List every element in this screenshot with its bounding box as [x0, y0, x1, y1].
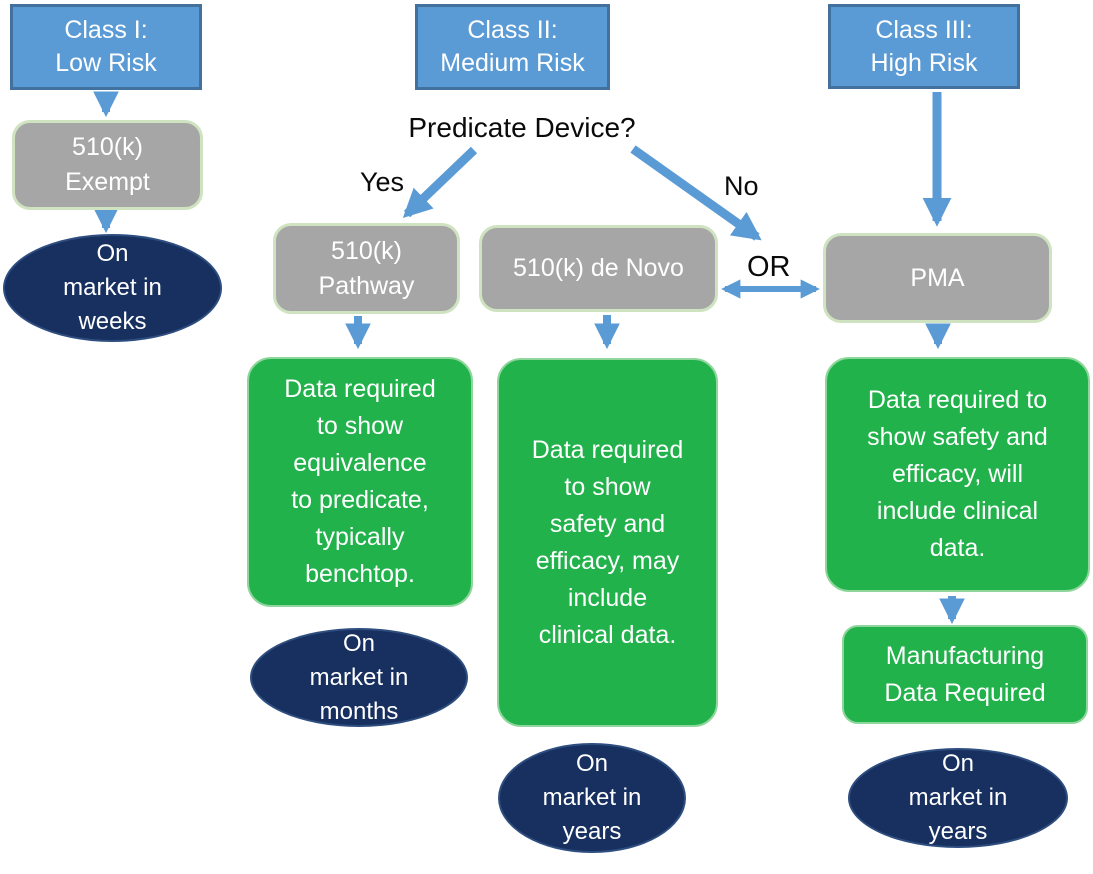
- or-connector-label: OR: [747, 251, 791, 283]
- node-510k-de-novo: 510(k) de Novo: [479, 225, 718, 312]
- node-data-required-pma: Data required to show safety and efficac…: [825, 357, 1090, 592]
- node-manufacturing-data-required: Manufacturing Data Required: [842, 625, 1088, 724]
- node-data-required-pathway: Data required to show equivalence to pre…: [247, 357, 473, 607]
- node-pma: PMA: [823, 233, 1052, 323]
- node-on-market-years-de-novo: On market in years: [498, 743, 686, 853]
- node-on-market-years-pma: On market in years: [848, 748, 1068, 848]
- node-class2-medium-risk: Class II: Medium Risk: [415, 4, 610, 90]
- branch-no-label: No: [724, 171, 759, 201]
- node-data-required-de-novo: Data required to show safety and efficac…: [497, 358, 718, 727]
- branch-yes-label: Yes: [360, 167, 405, 197]
- arrow-no-to-pma: [630, 145, 762, 241]
- node-on-market-months: On market in months: [250, 628, 468, 727]
- arrow-yes-to-pathway: [402, 146, 478, 218]
- node-510k-exempt: 510(k) Exempt: [12, 120, 203, 210]
- decision-question-label: Predicate Device?: [408, 112, 636, 143]
- node-on-market-weeks: On market in weeks: [3, 234, 222, 342]
- node-510k-pathway: 510(k) Pathway: [273, 223, 460, 314]
- node-class3-high-risk: Class III: High Risk: [828, 4, 1020, 89]
- node-class1-low-risk: Class I: Low Risk: [10, 4, 202, 90]
